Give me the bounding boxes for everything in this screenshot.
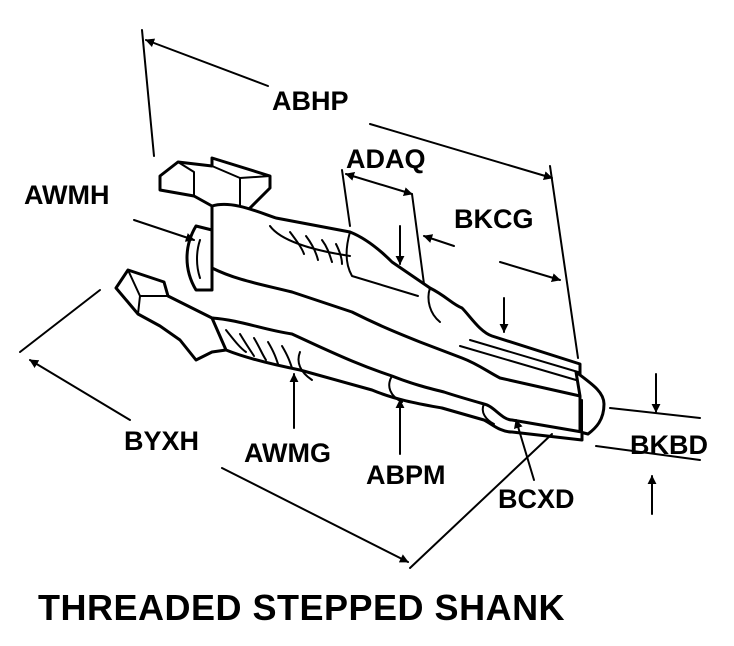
label-abhp: ABHP	[272, 86, 349, 116]
label-adaq: ADAQ	[346, 144, 426, 174]
dimension-lines	[19, 29, 701, 569]
label-byxh: BYXH	[124, 426, 199, 456]
label-bcxd: BCXD	[498, 484, 575, 514]
shank-part	[114, 156, 606, 442]
figure-title: THREADED STEPPED SHANK	[38, 587, 565, 628]
label-awmg: AWMG	[244, 438, 331, 468]
label-bkcg: BKCG	[454, 204, 534, 234]
label-abpm: ABPM	[366, 460, 446, 490]
label-bkbd: BKBD	[630, 430, 708, 460]
label-awmh: AWMH	[24, 180, 109, 210]
